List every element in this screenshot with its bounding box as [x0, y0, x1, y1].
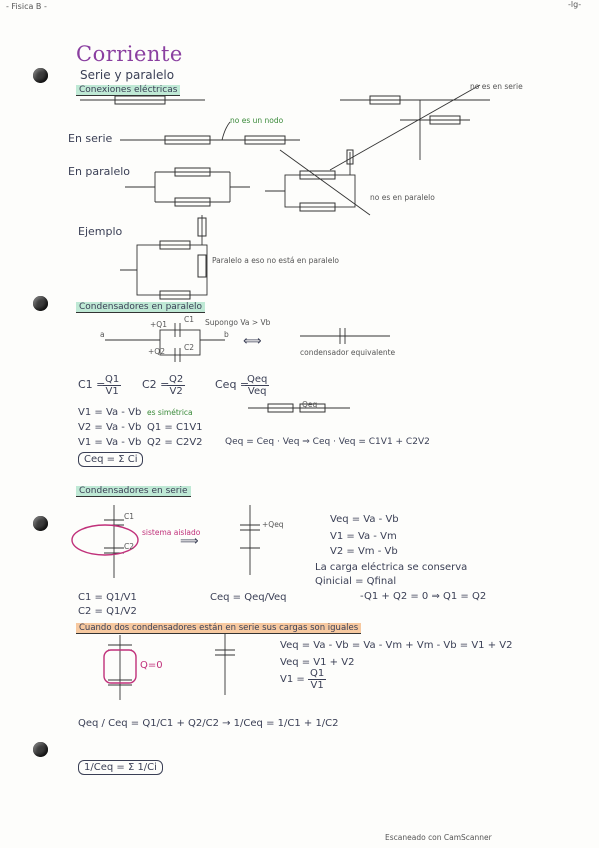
- eq-s4-veq: Veq = Va - Vb = Va - Vm + Vm - Vb = V1 +…: [280, 640, 513, 651]
- text-carga-conserva: La carga eléctrica se conserva: [315, 562, 468, 573]
- label-c1: C1: [184, 315, 195, 324]
- eq-c2-label: C2 =: [142, 378, 170, 391]
- eq-qeq: Qeq = Ceq · Veq ⇒ Ceq · Veq = C1V1 + C2V…: [225, 437, 430, 447]
- label-s3-qeq: +Qeq: [262, 520, 284, 529]
- eq-v12: V1 = Va - Vb: [78, 437, 142, 448]
- section-heading-series-caps: Condensadores en serie: [76, 486, 191, 497]
- label-supongo: Supongo Va > Vb: [205, 318, 271, 327]
- label-q-cero: Q=0: [140, 660, 163, 671]
- label-no-es-nodo: no es un nodo: [230, 116, 284, 125]
- eq-v2: V2 = Va - Vb: [78, 422, 142, 433]
- eq-q1: Q1 = C1V1: [147, 422, 203, 433]
- binder-hole: [33, 742, 48, 757]
- eq-s4-sum: Qeq / Ceq = Q1/C1 + Q2/C2 → 1/Ceq = 1/C1…: [78, 718, 339, 729]
- eq-c1-label: C1 =: [78, 378, 106, 391]
- header-left: - Fisica B -: [6, 2, 47, 11]
- label-q1: +Q1: [150, 320, 167, 329]
- binder-hole: [33, 516, 48, 531]
- eq-ceq-label: Ceq =: [215, 378, 250, 391]
- eq-s3-v1: V1 = Va - Vm: [330, 531, 397, 542]
- eq-s3-c2v: C2 = Q1/V2: [78, 606, 137, 617]
- section-heading-series-equal: Cuando dos condensadores están en serie …: [76, 623, 362, 634]
- label-equivalente: condensador equivalente: [300, 348, 396, 357]
- eq-s3-ceqv: Ceq = Qeq/Veq: [210, 592, 287, 603]
- section-heading-parallel-caps: Condensadores en paralelo: [76, 302, 206, 313]
- footer-scanner: Escaneado con CamScanner: [385, 833, 492, 842]
- label-no-es-paralelo: no es en paralelo: [370, 193, 435, 202]
- binder-hole: [33, 296, 48, 311]
- text-q-equal: -Q1 + Q2 = 0 ⇒ Q1 = Q2: [360, 591, 487, 602]
- label-s3-c1: C1: [124, 512, 135, 521]
- eq-s3-v2: V2 = Vm - Vb: [330, 546, 398, 557]
- subtitle: Serie y paralelo: [80, 68, 175, 82]
- page-title: Corriente: [76, 42, 183, 66]
- label-s3-c2: C2: [124, 542, 135, 551]
- label-simetrica: es simétrica: [147, 408, 193, 417]
- label-en-paralelo: En paralelo: [68, 165, 131, 178]
- result-ceq-sum: Ceq = Σ Ci: [78, 452, 144, 467]
- label-no-es-serie: no es en serie: [470, 82, 523, 91]
- result-ceq-inverse-sum: 1/Ceq = Σ 1/Ci: [78, 760, 163, 775]
- label-qeq-small: Qeq: [302, 400, 318, 409]
- label-c2: C2: [184, 343, 195, 352]
- svg-text:⟺: ⟺: [243, 334, 262, 349]
- label-paralelo-note: Paralelo a eso no está en paralelo: [212, 256, 340, 265]
- label-sistema-aislado: sistema aislado: [142, 528, 201, 537]
- label-en-serie: En serie: [68, 132, 113, 145]
- eq-q2: Q2 = C2V2: [147, 437, 203, 448]
- eq-s3-veq: Veq = Va - Vb: [330, 514, 399, 525]
- header-right: -lg-: [568, 0, 582, 9]
- svg-text:⟹: ⟹: [180, 534, 199, 549]
- label-q2: +Q2: [148, 347, 165, 356]
- eq-s4-veq2: Veq = V1 + V2: [280, 657, 355, 668]
- label-a: a: [100, 330, 105, 339]
- label-ejemplo: Ejemplo: [78, 225, 123, 238]
- text-q-inicial: Qinicial = Qfinal: [315, 576, 397, 587]
- eq-s4-v1-label: V1 =: [280, 674, 305, 685]
- binder-hole: [33, 68, 48, 83]
- eq-v1: V1 = Va - Vb: [78, 407, 142, 418]
- eq-s3-c1v: C1 = Q1/V1: [78, 592, 137, 603]
- label-b: b: [224, 330, 229, 339]
